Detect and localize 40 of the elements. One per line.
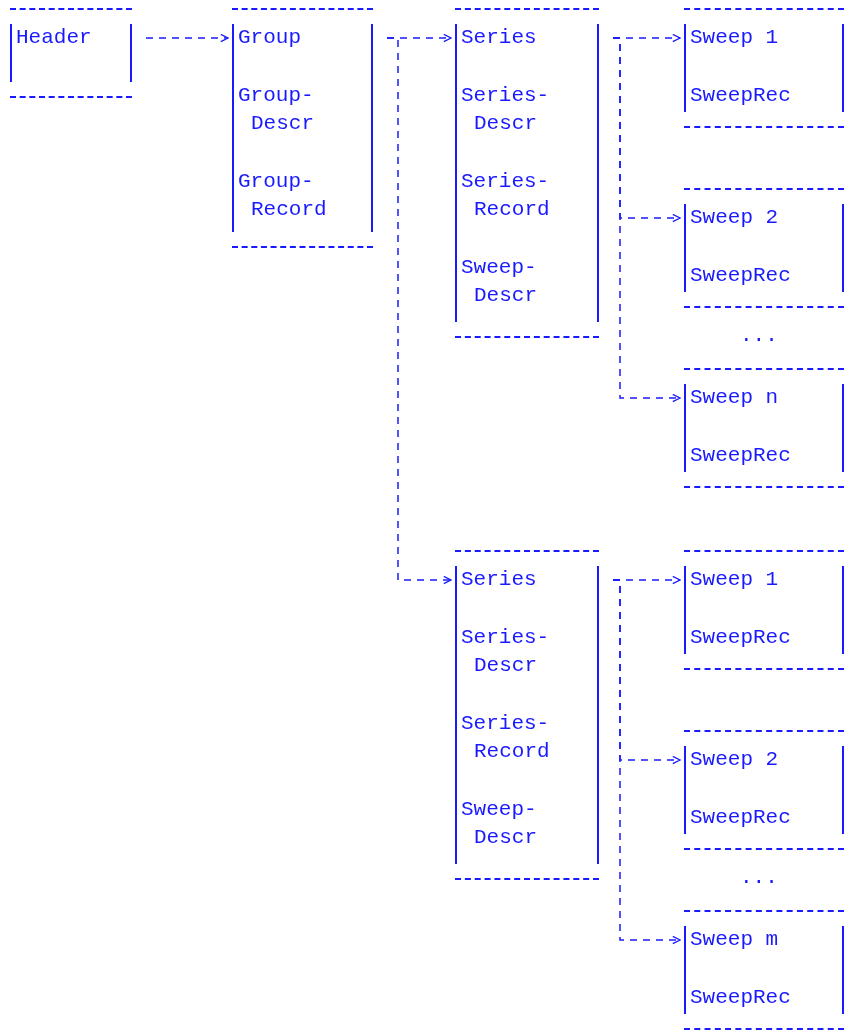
field-label: SweepRec [690, 443, 792, 469]
arrow [612, 37, 681, 403]
record-box [684, 730, 844, 850]
field-label: Series- Record [461, 711, 551, 765]
field-label: Series- Descr [461, 83, 551, 137]
field-label: SweepRec [690, 263, 792, 289]
field-label: Sweep 1 [690, 567, 780, 593]
ellipsis-text: ... [740, 865, 778, 891]
field-label: Sweep 2 [690, 205, 780, 231]
ellipsis-text: ... [740, 323, 778, 349]
record-box [684, 8, 844, 128]
field-label: Series [461, 25, 538, 51]
field-label: SweepRec [690, 805, 792, 831]
field-label: Sweep 2 [690, 747, 780, 773]
field-label: SweepRec [690, 83, 792, 109]
record-box [232, 8, 373, 248]
record-box [455, 550, 599, 880]
field-label: Series [461, 567, 538, 593]
arrow [145, 33, 229, 43]
field-label: Group [238, 25, 302, 51]
field-label: Sweep n [690, 385, 780, 411]
field-label: Sweep- Descr [461, 255, 538, 309]
record-box [684, 550, 844, 670]
field-label: Header [16, 25, 93, 51]
record-box [684, 188, 844, 308]
record-box [684, 368, 844, 488]
field-label: Series- Descr [461, 625, 551, 679]
record-box [684, 910, 844, 1030]
record-box [10, 8, 132, 98]
field-label: Sweep- Descr [461, 797, 538, 851]
arrow [386, 37, 452, 585]
field-label: Group- Descr [238, 83, 315, 137]
field-label: SweepRec [690, 625, 792, 651]
field-label: Sweep 1 [690, 25, 780, 51]
field-label: Series- Record [461, 169, 551, 223]
field-label: SweepRec [690, 985, 792, 1011]
field-label: Group- Record [238, 169, 328, 223]
arrow [612, 579, 681, 945]
field-label: Sweep m [690, 927, 780, 953]
record-box [455, 8, 599, 338]
